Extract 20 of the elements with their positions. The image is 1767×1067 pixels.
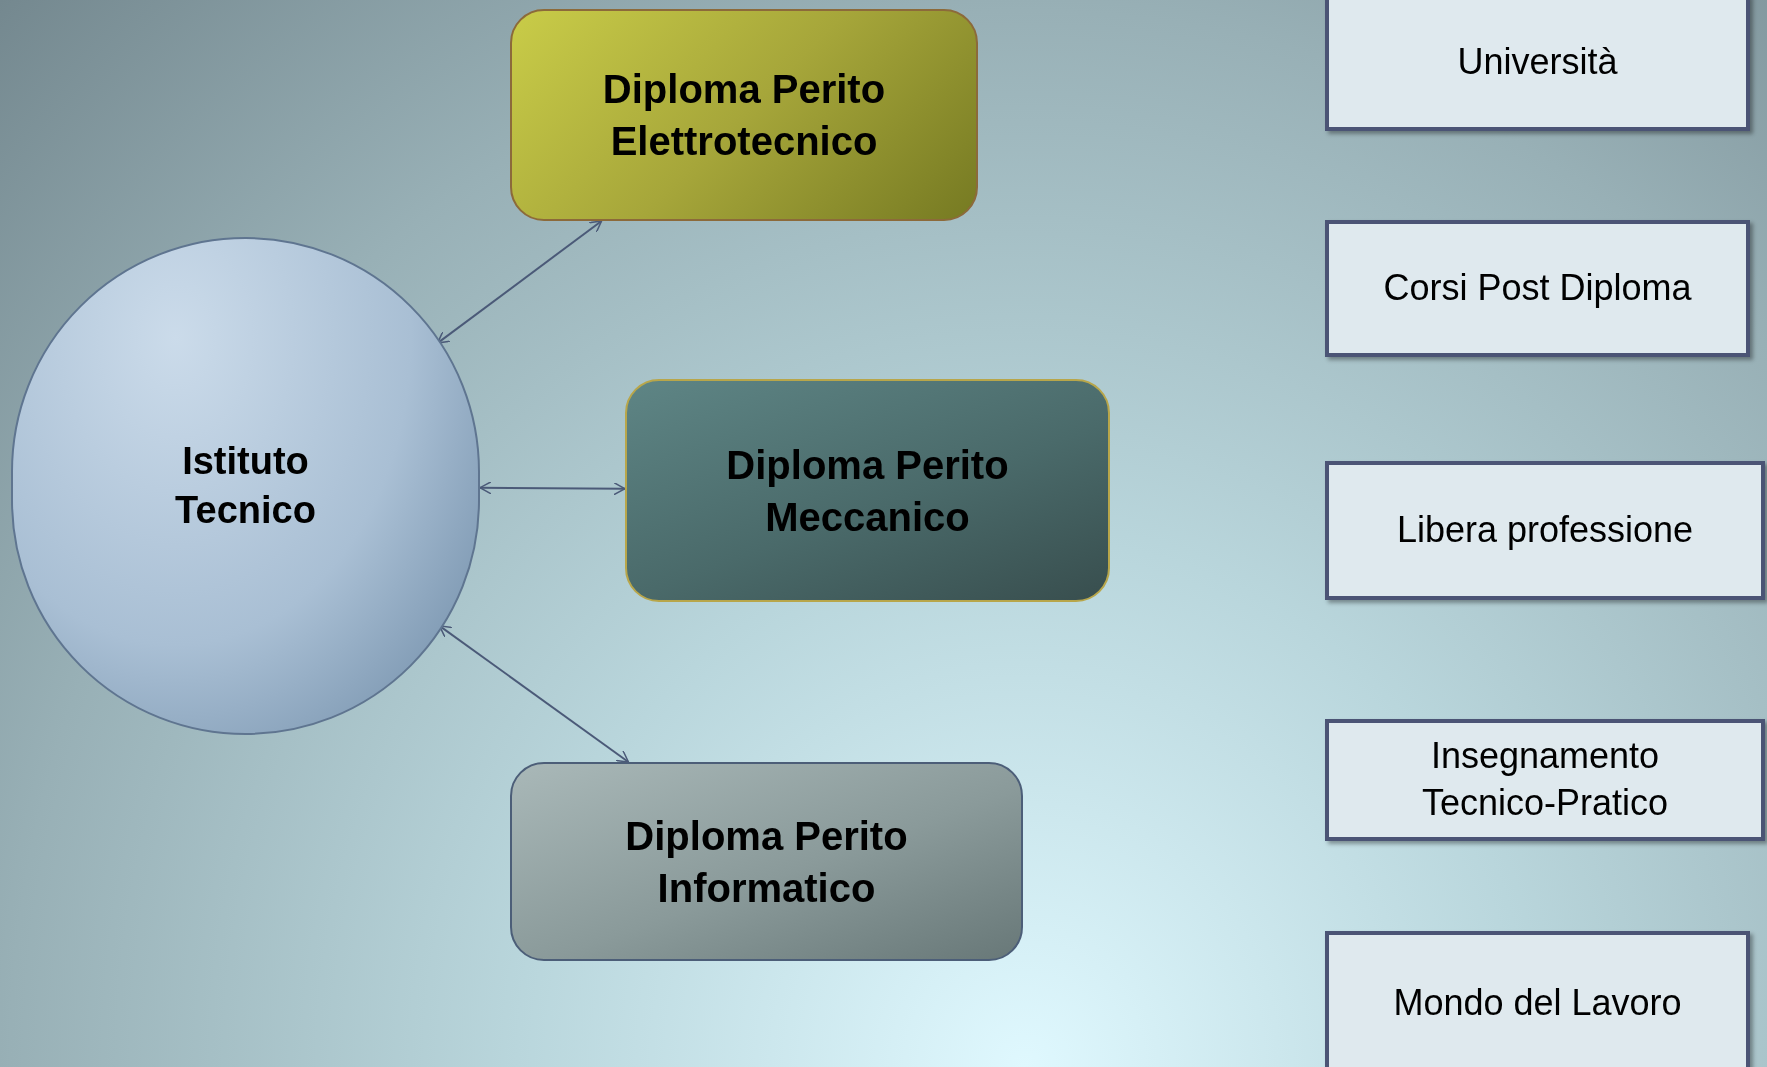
node-label: Mondo del Lavoro <box>1393 981 1682 1026</box>
node-label: Diploma Perito Elettrotecnico <box>601 66 887 165</box>
node-label: Diploma Perito Meccanico <box>725 441 1010 541</box>
node-label: Corsi Post Diploma <box>1383 266 1692 311</box>
node-label: Insegnamento Tecnico-Pratico <box>1420 734 1670 825</box>
node-label: Università <box>1457 40 1618 85</box>
node-label: Diploma Perito Informatico <box>624 812 909 912</box>
diploma-box <box>510 762 1023 961</box>
outcome-box <box>1325 220 1750 357</box>
diploma-box <box>625 379 1110 602</box>
double-arrow <box>479 481 626 496</box>
double-arrow <box>436 220 603 345</box>
outcome-box <box>1325 0 1750 131</box>
outcome-box <box>1325 931 1750 1067</box>
outcome-box <box>1325 461 1765 600</box>
diploma-box <box>510 9 978 221</box>
double-arrow <box>438 624 630 763</box>
outcome-box <box>1325 719 1765 841</box>
node-label: Libera professione <box>1396 508 1694 553</box>
node-label: Istituto Tecnico <box>174 438 317 533</box>
